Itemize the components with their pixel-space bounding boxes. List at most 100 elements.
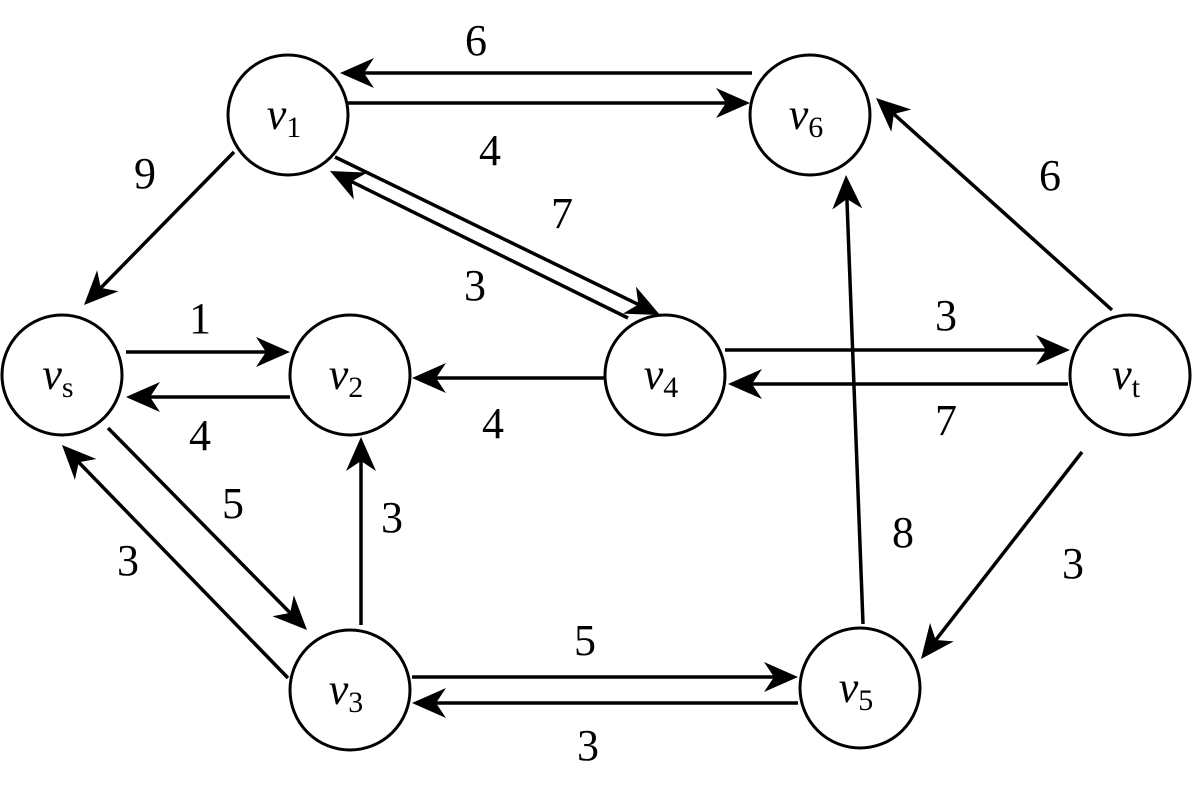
edge-v5-to-v6 [832,175,865,625]
edge-capacity-label: 3 [381,493,403,542]
edge-line [350,180,629,320]
arrowhead-icon [126,382,160,412]
edge-capacity-label: 4 [482,399,504,448]
edge-capacity-label: 1 [189,294,211,343]
edge-capacity-label: 7 [935,396,957,445]
arrowhead-icon [330,171,368,200]
edge-capacity-label: 9 [134,149,156,198]
edge-labels-layer: 6 4 9 7 3 6 1 4 4 3 7 5 3 3 8 3 5 3 [117,16,1084,770]
arrowhead-icon [716,88,750,118]
node-v1: v1 [226,53,350,177]
edge-v4-to-v1 [330,171,629,320]
arrowhead-icon [346,437,376,471]
node-label: vt [1112,350,1141,404]
arrowhead-icon [62,445,97,480]
edge-line [334,155,640,307]
node-letter: v [789,90,809,139]
edge-capacity-label: 3 [577,721,599,770]
arrowhead-icon [1036,335,1070,365]
edge-line [934,450,1084,642]
edge-vt-to-v5 [921,450,1084,659]
node-v6: v6 [748,53,872,177]
edge-line [106,426,292,615]
edge-capacity-label: 3 [464,261,486,310]
node-circle [748,53,872,177]
edge-vt-to-v6 [876,98,1114,312]
edge-v1-to-vs [84,150,236,305]
edge-line [845,198,865,625]
edge-v4-to-vt [725,335,1070,365]
node-letter: v [839,663,859,712]
node-v2: v2 [288,313,412,437]
node-letter: v [329,665,349,714]
node-vt: vt [1068,313,1192,437]
node-label: vs [42,350,73,404]
arrowhead-icon [256,337,290,367]
node-v5: v5 [798,626,922,750]
node-circle [603,313,727,437]
node-label: v2 [329,350,364,404]
edge-v1-to-v6 [348,88,750,118]
node-label: v1 [267,90,302,144]
edge-line [77,461,290,680]
arrowhead-icon [921,622,954,659]
node-label: v3 [329,665,364,719]
arrowhead-icon [84,270,119,305]
edge-v3-to-vs [62,445,290,680]
node-subscript: s [62,371,74,404]
edge-capacity-label: 6 [1039,151,1061,200]
node-label: v5 [839,663,874,717]
edge-v3-to-v5 [412,662,798,692]
node-circle [288,628,412,752]
node-label: v6 [789,90,824,144]
node-circle [1068,313,1192,437]
node-circle [0,313,124,437]
edge-capacity-label: 5 [222,479,244,528]
edge-capacity-label: 4 [189,411,211,460]
node-vs: vs [0,313,124,437]
edge-line [99,150,236,290]
edge-line [892,112,1114,312]
arrowhead-icon [412,688,446,718]
node-subscript: 1 [286,111,301,144]
arrowhead-icon [876,98,912,132]
edge-capacity-label: 3 [117,536,139,585]
edge-v2-to-vs [126,382,290,412]
node-circle [226,53,350,177]
edge-v5-to-v3 [412,688,798,718]
arrowhead-icon [340,58,374,88]
node-letter: v [42,350,62,399]
node-subscript: 5 [858,684,873,717]
edge-capacity-label: 4 [479,126,501,175]
arrowhead-icon [764,662,798,692]
node-circle [288,313,412,437]
node-letter: v [644,350,664,399]
edge-vs-to-v2 [126,337,290,367]
node-letter: v [329,350,349,399]
edge-capacity-label: 7 [551,189,573,238]
edge-v4-to-v2 [412,363,605,393]
arrowhead-icon [272,595,307,630]
edge-capacity-label: 8 [892,508,914,557]
edge-capacity-label: 3 [935,291,957,340]
node-subscript: 3 [348,686,363,719]
node-subscript: 2 [348,371,363,404]
edge-v6-to-v1 [340,58,752,88]
arrowhead-icon [728,369,762,399]
node-subscript: t [1132,371,1141,404]
node-subscript: 4 [663,371,678,404]
node-v4: v4 [603,313,727,437]
edge-capacity-label: 3 [1062,539,1084,588]
arrowhead-icon [412,363,446,393]
node-label: v4 [644,350,679,404]
arrowhead-icon [832,175,863,210]
node-v3: v3 [288,628,412,752]
node-subscript: 6 [808,111,823,144]
node-circle [798,626,922,750]
edge-vs-to-v3 [106,426,307,630]
edge-vt-to-v4 [728,369,1068,399]
edge-capacity-label: 5 [574,616,596,665]
node-letter: v [1112,350,1132,399]
